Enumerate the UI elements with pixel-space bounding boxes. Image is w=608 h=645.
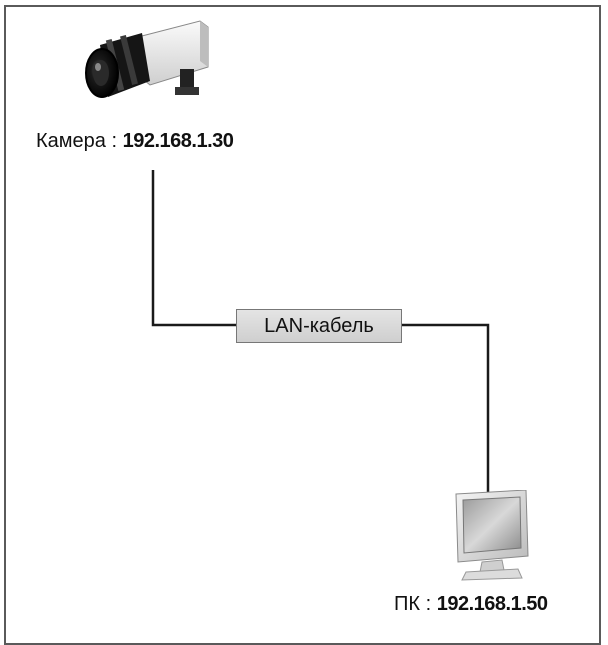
camera-device [80,15,215,120]
camera-name: Камера [36,130,106,152]
lan-cable-box: LAN-кабель [236,309,402,343]
pc-address-label: ПК : 192.168.1.50 [394,593,548,616]
camera-to-cable-wire [151,170,236,327]
monitor-icon [455,489,529,581]
cable-to-pc-wire [402,323,490,492]
pc-separator: : [425,593,432,615]
pc-name: ПК [394,593,421,615]
pc-device [452,489,532,587]
camera-address-label: Камера : 192.168.1.30 [36,130,234,153]
pc-ip: 192.168.1.50 [436,593,548,615]
camera-separator: : [111,130,118,152]
camera-icon [85,20,209,98]
lan-cable-label: LAN-кабель [264,314,374,337]
camera-ip: 192.168.1.30 [122,130,234,152]
